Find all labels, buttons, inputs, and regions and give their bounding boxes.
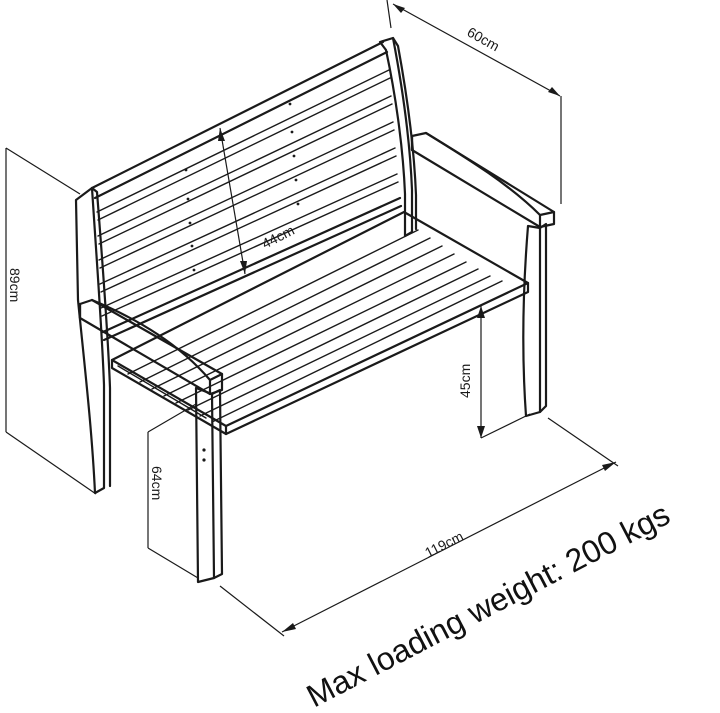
seat-height-label: 45cm	[457, 364, 473, 398]
width-dimension: 119cm	[219, 417, 619, 637]
bench-illustration	[74, 36, 556, 584]
seat-height-dimension: 45cm	[457, 306, 531, 439]
total-height-dimension: 89cm	[5, 147, 97, 495]
arm-height-dimension: 64cm	[147, 403, 199, 579]
width-label: 119cm	[422, 528, 466, 561]
back-height-dimension: 44cm	[218, 127, 297, 275]
total-height-label: 89cm	[7, 268, 23, 302]
depth-dimension: 60cm	[386, 0, 562, 204]
max-loading-weight-note: Max loading weight: 200 kgs	[301, 496, 676, 713]
arm-height-label: 64cm	[149, 466, 165, 500]
depth-label: 60cm	[465, 24, 503, 55]
